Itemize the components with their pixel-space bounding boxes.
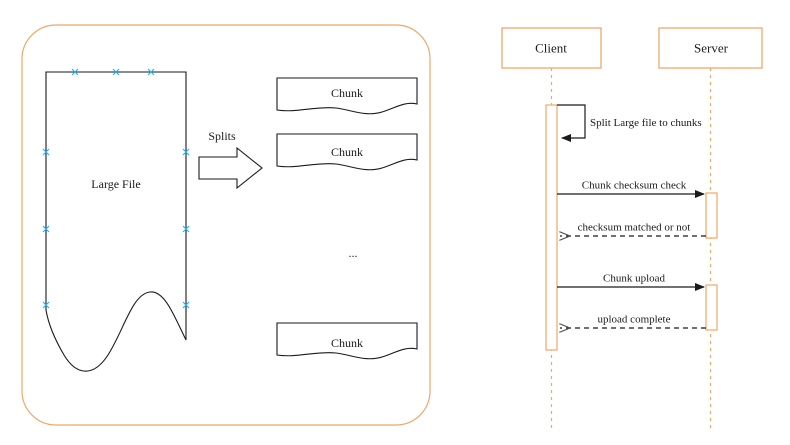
activation-bar-client <box>545 104 558 351</box>
split-process-group-frame <box>21 24 431 426</box>
splits-arrow-shape <box>198 146 263 190</box>
chunk-label-3: Chunk <box>330 336 364 350</box>
large-file-label: Large File <box>91 177 141 191</box>
x-marker <box>42 148 50 156</box>
chunk-label-1: Chunk <box>330 86 364 100</box>
chunk-ellipsis-label: ... <box>348 246 358 260</box>
x-marker <box>112 68 120 76</box>
x-marker <box>42 225 50 233</box>
x-marker <box>182 225 190 233</box>
large-file-shape <box>45 71 187 372</box>
x-marker <box>147 68 155 76</box>
anchor-marker-group <box>42 68 190 309</box>
participant-label-server: Server <box>694 40 728 56</box>
x-marker <box>182 301 190 309</box>
x-marker <box>42 301 50 309</box>
message-label-chunk-upload: Chunk upload <box>602 272 666 285</box>
message-label-chunk-checksum-check: Chunk checksum check <box>581 179 687 192</box>
x-marker <box>182 148 190 156</box>
x-marker <box>71 68 79 76</box>
message-label-checksum-matched-or-not: checksum matched or not <box>577 221 691 234</box>
chunk-shape-2 <box>276 133 418 171</box>
participant-label-client: Client <box>535 40 567 56</box>
chunk-shape-3 <box>276 322 418 360</box>
chunk-shape-1 <box>276 77 418 115</box>
activation-bar-server-2 <box>705 284 718 331</box>
message-label-upload-complete: upload complete <box>597 313 671 326</box>
message-label-split-large-file-to-chunks: Split Large file to chunks <box>590 117 702 129</box>
message-arrow-self-split[interactable] <box>557 104 586 142</box>
splits-label: Splits <box>208 129 236 143</box>
activation-bar-server-1 <box>705 192 718 239</box>
chunk-label-2: Chunk <box>330 145 364 159</box>
